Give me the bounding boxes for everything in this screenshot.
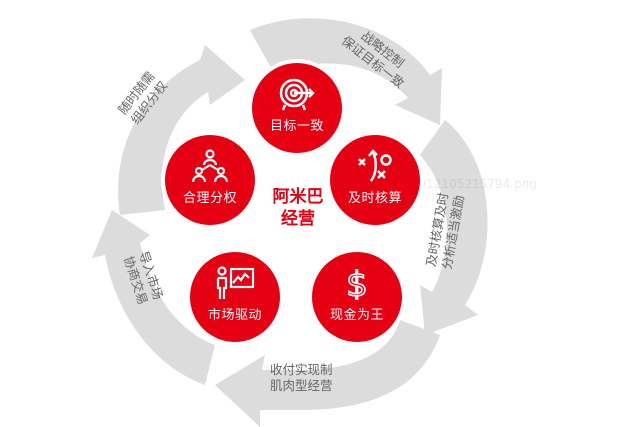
dollar-icon: $ — [345, 266, 368, 300]
watermark: 1575912105215794.png — [388, 177, 537, 191]
arrow-label-line: 肌肉型经营 — [270, 378, 333, 393]
node-label: 市场驱动 — [207, 308, 262, 323]
node-market-driven: 市场驱动 — [190, 252, 280, 342]
node-label: 及时核算 — [347, 191, 402, 206]
node-label: 合理分权 — [182, 191, 237, 206]
arrow-segment — [215, 320, 440, 427]
center-title-line: 阿米巴 — [272, 187, 324, 207]
node-cash-is-king: $ 现金为王 — [312, 252, 402, 342]
arrow-label-bottom: 收付实现制 肌肉型经营 — [270, 362, 333, 394]
org-chart-icon — [191, 149, 229, 183]
center-title: 阿米巴 经营 — [266, 186, 330, 230]
node-label: 目标一致 — [269, 119, 324, 134]
presentation-chart-icon — [216, 266, 255, 299]
node-timely-accounting: 及时核算 — [330, 135, 420, 225]
node-label: 现金为王 — [329, 308, 384, 323]
node-decentralization: 合理分权 — [165, 135, 255, 225]
arrow-label-line: 收付实现制 — [270, 362, 333, 377]
target-icon — [279, 78, 315, 111]
arrow-segment — [92, 210, 215, 385]
svg-text:$: $ — [346, 266, 368, 300]
arrow-segment — [420, 120, 488, 335]
arrow-segment — [118, 45, 245, 215]
node-goal-alignment: 目标一致 — [252, 63, 342, 153]
center-title-line: 经营 — [281, 209, 315, 229]
tactics-icon — [358, 149, 392, 182]
arrow-segment — [250, 18, 442, 125]
